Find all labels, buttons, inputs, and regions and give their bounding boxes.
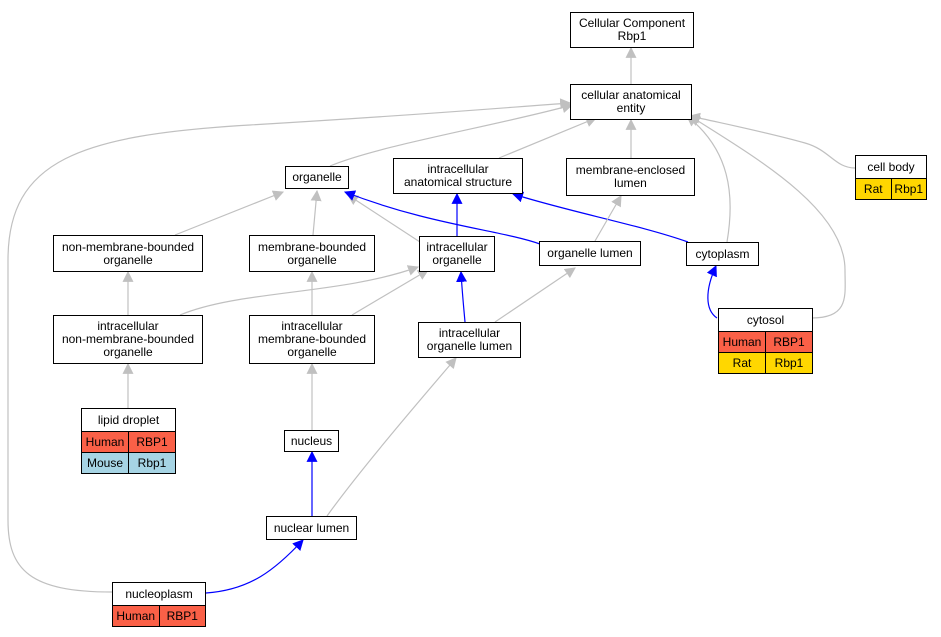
card-lipid-droplet-title: lipid droplet xyxy=(97,413,160,427)
node-mel-line2: lumen xyxy=(614,176,647,190)
node-iol-line1: intracellular xyxy=(438,326,501,340)
edge-inmbo-io xyxy=(179,265,420,316)
node-cellular-anatomical-entity[interactable]: cellular anatomical entity xyxy=(570,84,692,120)
node-cellular-component-root[interactable]: Cellular Component Rbp1 xyxy=(570,12,694,48)
edge-olumen-mel xyxy=(594,195,622,242)
node-ias-line2: anatomical structure xyxy=(403,175,513,189)
card-lipid-droplet-row-mouse: Mouse Rbp1 xyxy=(82,452,175,473)
node-io-line2: organelle xyxy=(432,253,482,267)
card-lipid-droplet-row-human: Human RBP1 xyxy=(82,431,175,452)
gene-label: RBP1 xyxy=(158,606,206,626)
node-iol-line2: organelle lumen xyxy=(426,339,513,353)
node-nucleus[interactable]: nucleus xyxy=(284,430,339,452)
node-cytoplasm[interactable]: cytoplasm xyxy=(686,242,759,266)
edge-cytosol-cytoplasm[interactable] xyxy=(706,264,718,319)
edge-iol-olumen xyxy=(494,267,576,323)
edge-nlumen-iol xyxy=(326,357,457,517)
node-imbo-line3: organelle xyxy=(287,345,337,359)
node-imbo-line2: membrane-bounded xyxy=(257,332,367,346)
edge-cytoplasm-ias[interactable] xyxy=(511,191,689,243)
card-cytosol[interactable]: cytosol Human RBP1 Rat Rbp1 xyxy=(718,308,813,374)
edge-io-organelle xyxy=(347,194,421,243)
node-intracellular-non-membrane-bounded-organelle[interactable]: intracellular non-membrane-bounded organ… xyxy=(53,315,203,364)
species-label: Rat xyxy=(732,356,752,370)
node-inmbo-line3: organelle xyxy=(103,345,153,359)
node-io-line1: intracellular xyxy=(426,240,488,254)
node-inmbo-line2: non-membrane-bounded xyxy=(61,332,195,346)
node-non-membrane-bounded-organelle[interactable]: non-membrane-bounded organelle xyxy=(53,235,203,272)
node-cytoplasm-line1: cytoplasm xyxy=(695,246,750,261)
species-label: Human xyxy=(85,435,125,449)
node-mbo-line1: membrane-bounded xyxy=(257,239,367,254)
node-intracellular-membrane-bounded-organelle[interactable]: intracellular membrane-bounded organelle xyxy=(249,315,375,364)
node-root-line2: Rbp1 xyxy=(617,29,647,43)
gene-label: Rbp1 xyxy=(765,353,812,373)
card-cell-body-row-rat: Rat Rbp1 xyxy=(856,178,926,199)
node-intracellular-organelle-lumen[interactable]: intracellular organelle lumen xyxy=(418,322,521,358)
card-cell-body-title: cell body xyxy=(867,160,915,174)
edge-cytoplasm-cae xyxy=(686,115,731,243)
node-organelle-line1: organelle xyxy=(292,170,342,184)
card-nucleoplasm[interactable]: nucleoplasm Human RBP1 xyxy=(112,582,206,627)
node-intracellular-anatomical-structure[interactable]: intracellular anatomical structure xyxy=(393,158,523,194)
edge-olumen-organelle[interactable] xyxy=(343,190,541,245)
edge-cytosol-cae xyxy=(689,115,846,319)
gene-label: Rbp1 xyxy=(128,453,175,473)
node-mel-line1: membrane-enclosed xyxy=(575,163,686,177)
node-membrane-enclosed-lumen[interactable]: membrane-enclosed lumen xyxy=(566,158,695,196)
species-label: Rat xyxy=(863,182,883,196)
card-cytosol-row-rat: Rat Rbp1 xyxy=(719,352,812,373)
species-label: Human xyxy=(722,335,762,349)
edge-cellbody-cae xyxy=(688,112,856,169)
edge-nucleoplasm-cae xyxy=(7,98,572,593)
card-lipid-droplet[interactable]: lipid droplet Human RBP1 Mouse Rbp1 xyxy=(81,408,176,474)
node-ias-line1: intracellular xyxy=(427,162,489,176)
card-nucleoplasm-title: nucleoplasm xyxy=(125,587,193,601)
node-nucleus-line1: nucleus xyxy=(290,433,333,448)
node-root-line1: Cellular Component xyxy=(578,16,686,30)
node-mbo-line2: organelle xyxy=(287,252,337,267)
node-imbo-line1: intracellular xyxy=(281,319,343,333)
node-intracellular-organelle[interactable]: intracellular organelle xyxy=(419,236,495,272)
edge-iol-io[interactable] xyxy=(456,270,468,323)
edge-mbo-organelle xyxy=(310,189,322,236)
edge-organelle-cae xyxy=(329,102,574,167)
edge-ias-cae xyxy=(498,116,598,159)
species-label: Mouse xyxy=(86,456,124,470)
node-membrane-bounded-organelle[interactable]: membrane-bounded organelle xyxy=(249,235,375,272)
node-cae-line2: entity xyxy=(616,101,646,115)
card-cell-body[interactable]: cell body Rat Rbp1 xyxy=(855,155,927,200)
node-nuclear-lumen[interactable]: nuclear lumen xyxy=(266,516,357,540)
gene-label: RBP1 xyxy=(128,432,175,452)
species-label: Human xyxy=(116,609,156,623)
node-nlumen-line1: nuclear lumen xyxy=(273,520,350,535)
node-organelle[interactable]: organelle xyxy=(285,166,349,189)
edge-imbo-io xyxy=(351,269,429,316)
card-cytosol-title: cytosol xyxy=(746,313,785,327)
edge-nucleoplasm-nlumen[interactable] xyxy=(205,539,304,594)
card-cytosol-row-human: Human RBP1 xyxy=(719,331,812,352)
node-cae-line1: cellular anatomical xyxy=(581,88,681,102)
card-nucleoplasm-row-human: Human RBP1 xyxy=(113,605,205,626)
edge-nmbo-organelle xyxy=(174,190,285,236)
node-nmbo-line2: organelle xyxy=(103,252,153,267)
node-organelle-lumen[interactable]: organelle lumen xyxy=(539,241,641,266)
node-inmbo-line1: intracellular xyxy=(97,319,159,333)
node-olumen-line1: organelle lumen xyxy=(547,246,633,260)
node-nmbo-line1: non-membrane-bounded xyxy=(61,239,195,254)
gene-label: RBP1 xyxy=(765,332,812,352)
gene-label: Rbp1 xyxy=(890,179,927,199)
